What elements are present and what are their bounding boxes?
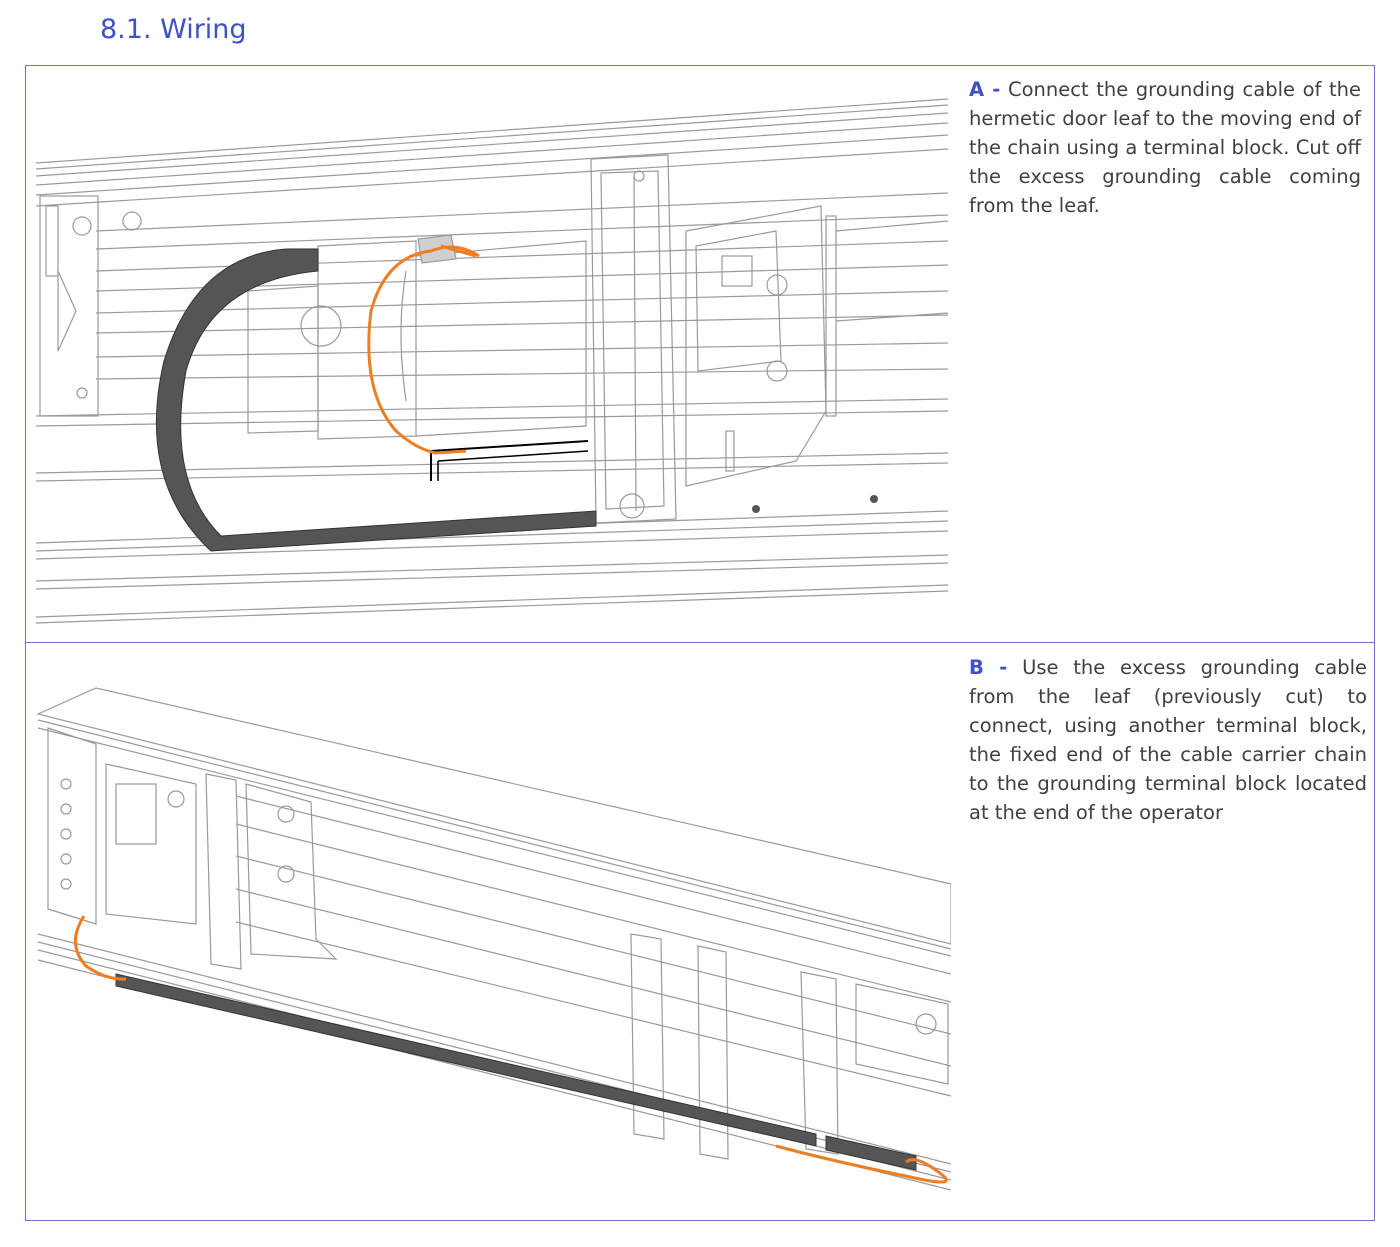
step-b-text: B - Use the excess grounding cable from … [969,653,1367,827]
step-a-label: A - [969,78,1001,101]
step-b-illustration [36,687,951,1191]
step-b-label: B - [969,656,1008,679]
wiring-steps-table: A - Connect the grounding cable of the h… [25,65,1375,1221]
section-title: 8.1. Wiring [100,14,247,45]
step-a-illustration [36,98,949,624]
step-a-description: Connect the grounding cable of the herme… [969,78,1362,217]
row-divider [26,642,1374,643]
step-a-text: A - Connect the grounding cable of the h… [969,75,1361,220]
step-b-description: Use the excess grounding cable from the … [969,656,1367,824]
